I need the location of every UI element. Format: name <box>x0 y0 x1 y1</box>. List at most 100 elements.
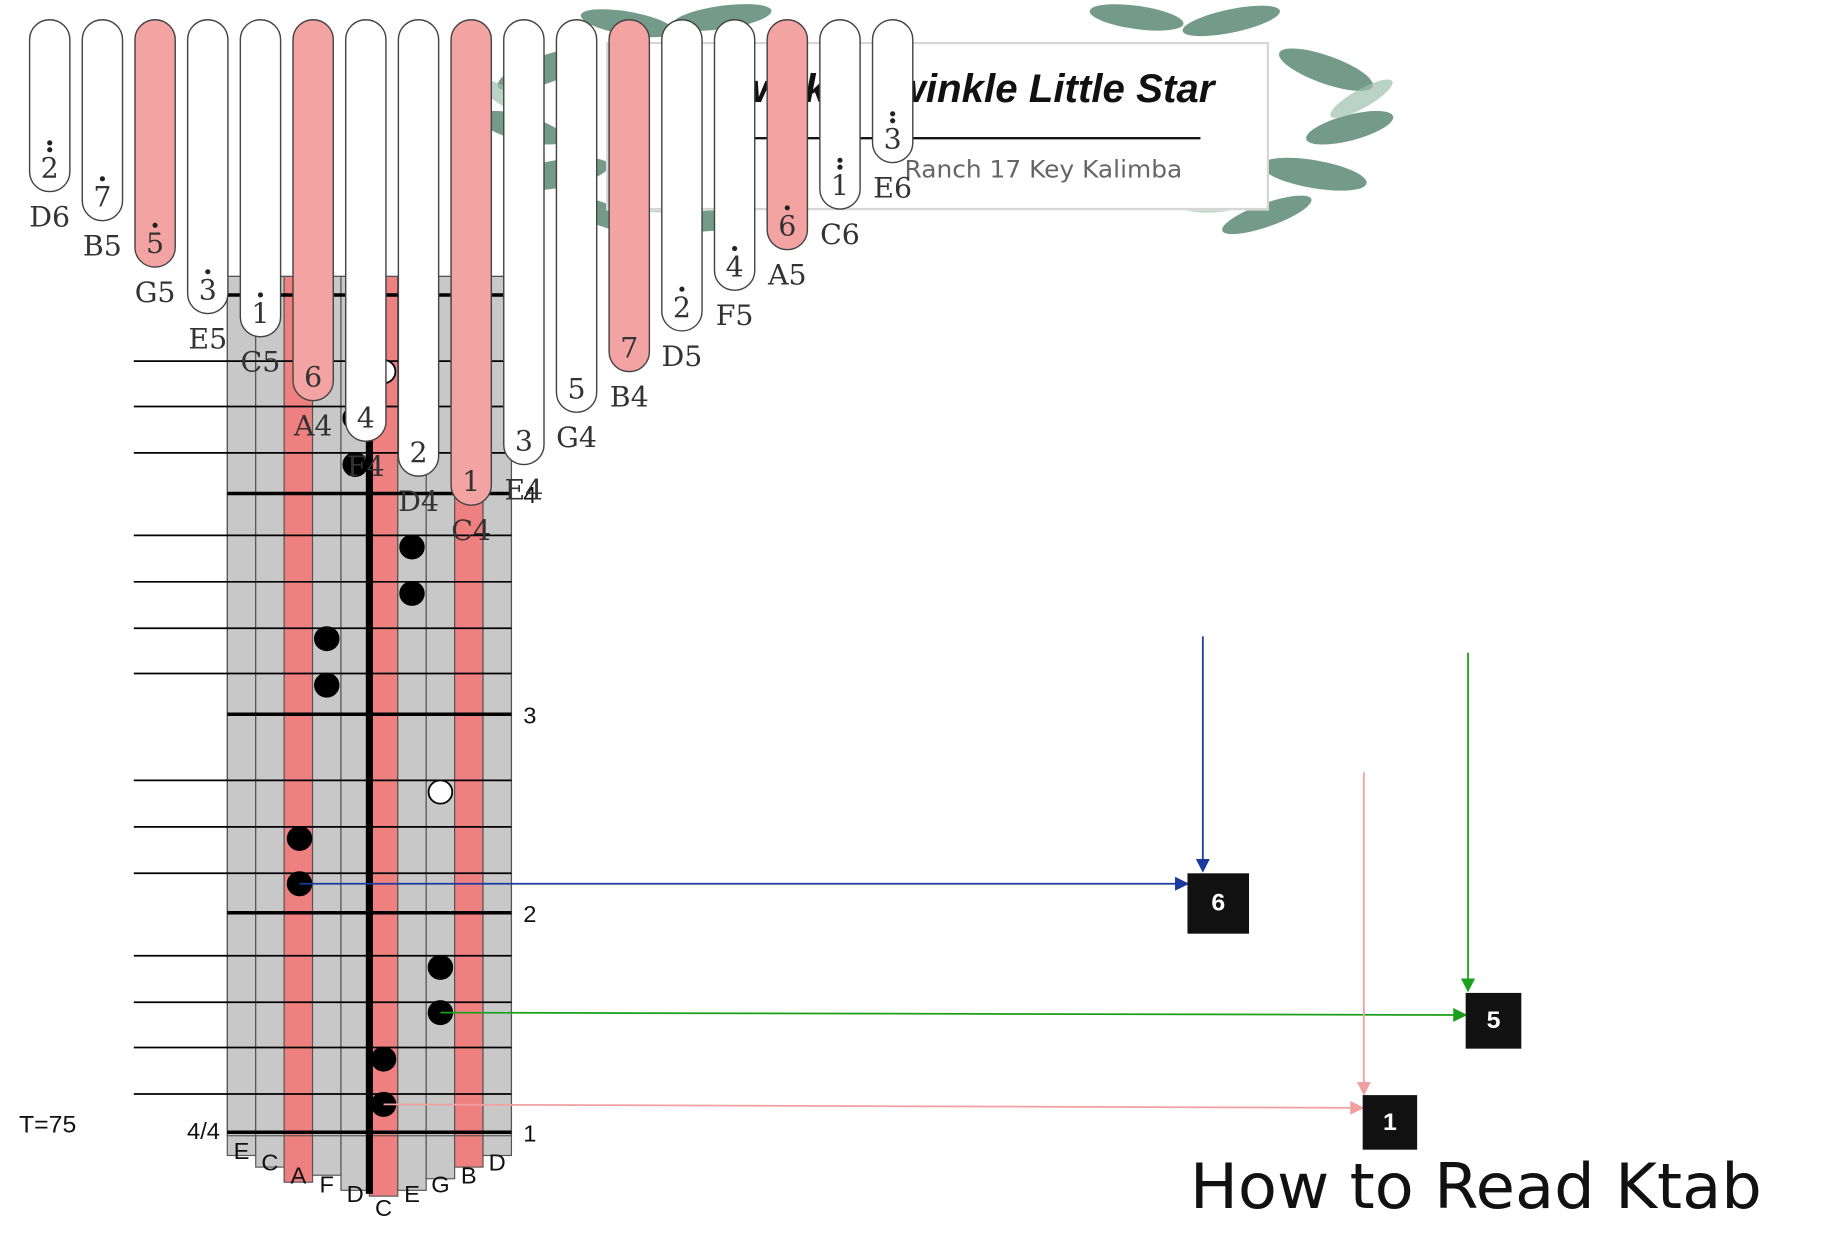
ktab-quarter-note <box>370 1046 397 1072</box>
ktab-key-letter: C <box>375 1195 392 1221</box>
kalimba-number-notation: 7 <box>620 332 638 365</box>
kalimba-tine <box>555 19 598 413</box>
ktab-key-letter: E <box>234 1138 250 1164</box>
kalimba-number-notation: 3 <box>515 425 533 458</box>
octave-dot <box>784 205 790 211</box>
kalimba-number-notation: 4 <box>726 251 744 284</box>
octave-dot <box>205 269 211 275</box>
kalimba-tine <box>503 19 545 466</box>
octave-dot <box>890 118 896 124</box>
ktab-key-letter: E <box>404 1181 420 1207</box>
kalimba-number-notation: 3 <box>199 274 217 307</box>
callout-box-1: 1 <box>1362 1095 1418 1150</box>
octave-dot <box>890 111 896 117</box>
kalimba-number-notation: 6 <box>304 361 322 394</box>
instrument-subtitle: Ranch 17 Key Kalimba <box>904 155 1183 184</box>
kalimba-number-notation: 2 <box>41 152 59 185</box>
octave-dot <box>679 286 685 292</box>
ktab-key-letter: B <box>461 1163 477 1189</box>
ktab-key-letter: A <box>290 1163 306 1189</box>
octave-dot <box>837 164 843 170</box>
kalimba-tine <box>134 19 176 268</box>
kalimba-tine <box>81 19 124 222</box>
ktab-measure-number: 2 <box>523 901 536 927</box>
kalimba-note-name: A4 <box>293 410 333 443</box>
kalimba-tine <box>819 19 861 210</box>
ktab-tine-column <box>283 275 314 1183</box>
kalimba-tine <box>661 19 703 332</box>
kalimba-number-notation: 1 <box>831 169 849 202</box>
octave-dot <box>732 245 738 252</box>
kalimba-number-notation: 1 <box>251 297 269 330</box>
octave-dot <box>257 292 264 298</box>
ktab-half-note <box>427 779 454 805</box>
ktab-quarter-note <box>399 580 425 606</box>
ktab-quarter-note <box>399 534 425 560</box>
ktab-measure-number: 4 <box>523 482 536 508</box>
kalimba-number-notation: 3 <box>884 123 902 156</box>
kalimba-tine <box>608 19 651 373</box>
octave-dot <box>99 176 106 182</box>
kalimba-note-name: C6 <box>820 218 860 251</box>
ktab-key-letter: G <box>431 1172 449 1198</box>
ktab-key-letter: D <box>489 1150 506 1176</box>
kalimba-tine <box>186 19 229 315</box>
kalimba-tine <box>239 19 282 338</box>
kalimba-number-notation: 7 <box>93 181 111 214</box>
kalimba-note-name: G4 <box>556 421 597 454</box>
how-to-read-caption: How to Read Ktab <box>1189 1149 1762 1223</box>
kalimba-tine <box>344 19 387 442</box>
kalimba-note-name: F4 <box>347 450 385 483</box>
ktab-key-letter: F <box>320 1172 334 1198</box>
kalimba-note-name: C4 <box>451 514 491 547</box>
kalimba-tine <box>28 19 71 193</box>
kalimba-note-name: B4 <box>610 381 649 414</box>
kalimba-note-name: D6 <box>29 201 70 234</box>
ktab-quarter-note <box>314 672 340 698</box>
ktab-key-letter: C <box>261 1150 278 1176</box>
kalimba-tine <box>713 19 756 291</box>
kalimba-note-name: D5 <box>662 340 703 373</box>
kalimba-tine <box>292 19 334 402</box>
ktab-measure-number: 1 <box>523 1121 536 1147</box>
kalimba-note-name: F5 <box>716 299 754 332</box>
kalimba-note-name: B5 <box>83 230 122 263</box>
kalimba-number-notation: 2 <box>673 291 691 324</box>
ktab-quarter-note <box>286 825 313 851</box>
ktab-quarter-note <box>314 626 340 652</box>
ktab-quarter-note <box>342 452 368 478</box>
octave-dot <box>837 157 843 163</box>
arrow-green-horizontal <box>440 1007 1468 1022</box>
kalimba-number-notation: 6 <box>778 210 796 243</box>
kalimba-number-notation: 1 <box>462 465 480 498</box>
tempo-label: T=75 <box>18 1111 77 1139</box>
title-underline <box>720 137 1201 140</box>
kalimba-number-notation: 5 <box>568 373 586 406</box>
kalimba-tine <box>397 19 440 477</box>
kalimba-note-name: E4 <box>504 474 543 507</box>
arrow-pink-horizontal <box>383 1100 1365 1115</box>
kalimba-note-name: A5 <box>767 259 807 292</box>
kalimba-tine <box>766 19 809 251</box>
kalimba-number-notation: 2 <box>409 436 427 469</box>
callout-box-6: 6 <box>1187 873 1250 934</box>
kalimba-note-name: D4 <box>398 485 439 518</box>
ktab-quarter-note <box>427 954 454 980</box>
kalimba-note-name: E5 <box>188 323 227 356</box>
octave-dot <box>152 222 158 228</box>
kalimba-note-name: C5 <box>241 346 281 379</box>
octave-dot <box>47 140 53 146</box>
octave-dot <box>47 147 53 153</box>
kalimba-note-name: G5 <box>135 276 176 309</box>
kalimba-note-name: E6 <box>873 172 912 205</box>
time-signature: 4/4 <box>187 1118 220 1144</box>
kalimba-number-notation: 5 <box>146 227 164 260</box>
kalimba-tine <box>450 19 493 506</box>
kalimba-tine <box>871 19 914 164</box>
ktab-key-letter: D <box>347 1181 364 1207</box>
kalimba-number-notation: 4 <box>357 402 375 435</box>
ktab-measure-number: 3 <box>523 703 536 729</box>
